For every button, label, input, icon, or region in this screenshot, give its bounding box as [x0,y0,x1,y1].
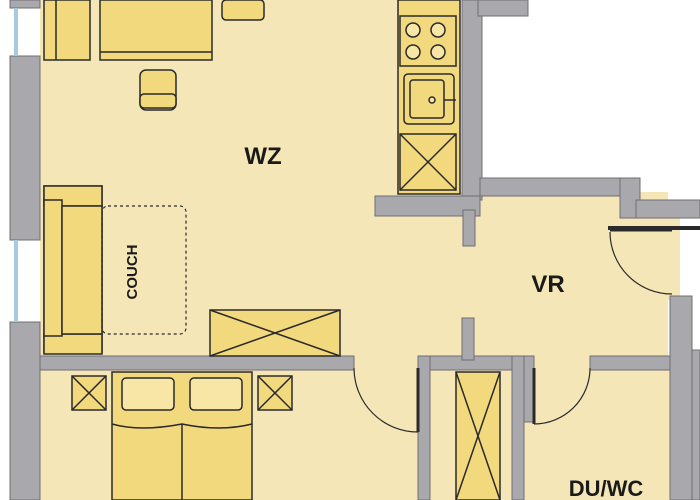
couch-label: COUCH [124,245,141,300]
stove-burner-3 [405,44,421,60]
wall-kitchen-step [477,0,529,17]
nightstand-left-x2 [71,375,107,411]
stove [399,15,457,67]
wall-hall-right [669,295,693,500]
sink-drain [428,96,436,104]
door-entry-swing [609,231,673,295]
floor-hall [470,192,668,368]
stove-burner-4 [430,44,446,60]
wall-left-upper [9,55,41,241]
couch-cushions [61,205,103,335]
wall-closet-left [417,355,431,500]
stove-burner-2 [430,22,446,38]
room-label-bath: DU/WC [569,476,644,500]
wall-hall-top [479,177,639,197]
stove-burner-1 [405,22,421,38]
couch-extension [101,205,187,335]
couch-back [43,199,63,337]
wall-left-top [9,0,41,9]
wall-kitchen-right [461,0,483,201]
wall-center-stub [461,317,475,361]
desk [99,0,213,61]
wall-hall-right-cap [691,349,700,500]
window-left-top [14,8,18,56]
tv-cabinet-x2 [209,309,341,357]
wall-hall-top-end [635,199,700,219]
chair-back [139,93,177,109]
wall-bath-top [589,355,671,371]
room-label-living: WZ [244,143,281,170]
wall-bedroom-top [39,355,355,371]
wall-upper-horizontal [374,195,481,217]
room-label-hall: VR [531,271,564,298]
sink-basin [409,79,445,119]
wall-left-lower [9,321,41,500]
doors [353,226,700,433]
nightstand-right-x2 [257,375,293,411]
bed-pillow-right [189,377,243,411]
furniture [43,0,501,500]
walls [9,0,700,500]
couch-arm-bottom [43,333,103,355]
shelf-top-left [43,0,91,61]
wall-closet-right [511,355,525,500]
chair-top [221,0,265,21]
windows [14,8,18,322]
wall-hall-top-right [619,177,641,219]
door-entry-frame [608,226,700,230]
door-bedroom-swing [353,367,419,433]
bed-pillow-left [121,377,175,411]
window-left-middle [14,240,18,322]
door-bathroom-swing [533,367,591,425]
kitchen-cabinet-x2 [399,133,457,191]
closet-x2 [455,371,501,500]
wall-stub-vertical [462,209,476,247]
